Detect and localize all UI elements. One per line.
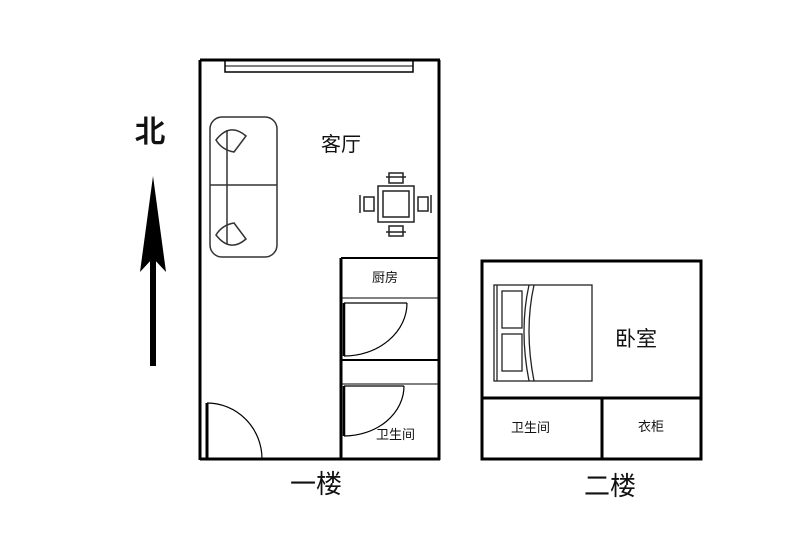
sofa-icon [209,116,278,258]
floor1-walls [198,58,441,461]
window-icon [224,59,414,73]
bedroom-label: 卧室 [615,327,657,351]
kitchen-label: 厨房 [372,271,399,286]
floor2-caption: 二楼 [584,472,637,502]
wardrobe-label: 衣柜 [638,420,665,435]
door-swing-icon [205,402,263,460]
bathroom-2f-label: 卫生间 [511,421,551,436]
north-label: 北 [135,115,165,150]
bathroom-door-icon [342,385,405,437]
bathroom-1f-label: 卫生间 [376,428,416,443]
floor1-caption: 一楼 [290,470,343,500]
north-arrow-icon [140,176,166,366]
floor2-walls [480,259,703,461]
living-room-label: 客厅 [321,132,361,156]
bed-icon [493,284,593,382]
kitchen-door-icon [342,302,408,357]
dining-table-icon [359,172,432,237]
